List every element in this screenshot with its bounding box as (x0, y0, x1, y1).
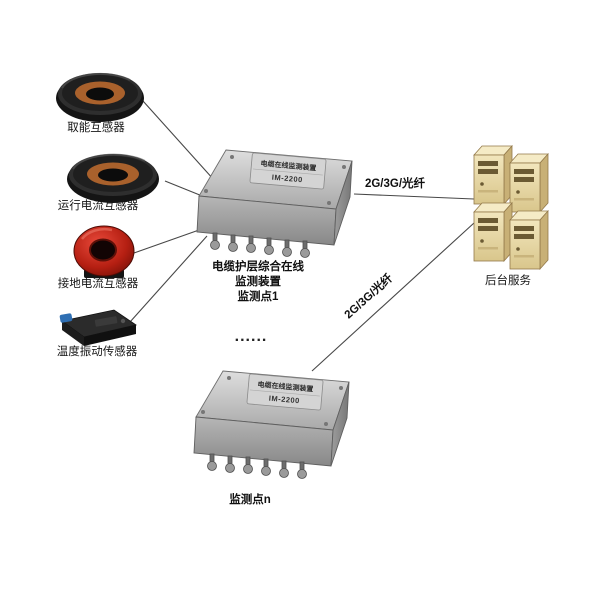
sensor4-label: 温度振动传感器 (57, 344, 138, 358)
ellipsis-more-devices: ...... (235, 328, 268, 345)
link2-label: 2G/3G/光纤 (341, 270, 395, 321)
device2-caption: 监测点n (229, 492, 271, 506)
line-device2-to-server (311, 222, 475, 372)
device1-caption-line2: 监测装置 (235, 274, 281, 288)
monitoring-device-1: 电缆在线监测装置 IM-2200 (196, 149, 353, 258)
line-sensor4-to-device1 (129, 235, 208, 323)
server-cluster (473, 145, 549, 270)
server-label: 后台服务 (485, 273, 531, 287)
line-device1-to-server (353, 193, 475, 200)
temp-vibration-sensor (59, 309, 137, 346)
device1-plate-model: IM-2200 (272, 173, 304, 185)
device1-caption-line1: 电缆护层综合在线 (212, 259, 304, 273)
link1-label: 2G/3G/光纤 (365, 176, 426, 190)
device2-plate-model: IM-2200 (269, 394, 301, 406)
sensor3-label: 接地电流互感器 (58, 276, 139, 290)
ground-current-ct-sensor (73, 225, 135, 278)
energy-ct-sensor (56, 72, 144, 122)
monitoring-device-2: 电缆在线监测装置 IM-2200 (193, 370, 350, 479)
operating-current-ct-sensor (67, 153, 159, 203)
device1-caption-line3: 监测点1 (238, 289, 279, 303)
sensor1-label: 取能互感器 (67, 120, 125, 134)
sensor2-label: 运行电流互感器 (58, 198, 139, 212)
